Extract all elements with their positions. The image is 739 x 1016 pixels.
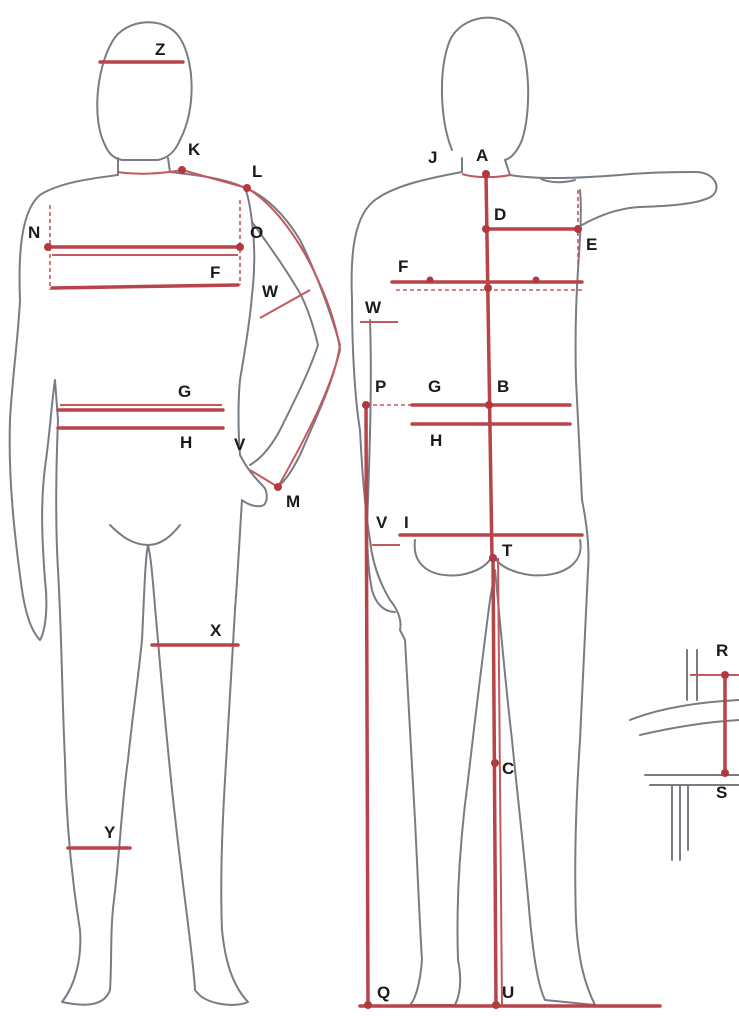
label-k: K [188, 140, 201, 159]
label-x: X [210, 621, 222, 640]
label-i: I [404, 513, 409, 532]
point-k [178, 166, 186, 174]
label-h-side: H [430, 431, 442, 450]
front-crotch [110, 525, 180, 545]
label-s: S [716, 783, 727, 802]
point-u [492, 1001, 500, 1009]
label-f-side: F [398, 257, 408, 276]
label-w-front: W [262, 282, 279, 301]
label-p: P [375, 377, 386, 396]
measure-v-front [250, 470, 278, 487]
point-b [485, 401, 493, 409]
label-r: R [716, 641, 728, 660]
label-w-side: W [365, 298, 382, 317]
point-f-right [533, 277, 540, 284]
label-v-side: V [376, 513, 388, 532]
label-j: J [428, 148, 437, 167]
label-u: U [502, 983, 514, 1002]
label-f-front: F [210, 263, 220, 282]
point-m [274, 483, 282, 491]
front-head-outline [97, 22, 191, 160]
label-g-front: G [178, 382, 191, 401]
label-l: L [252, 162, 262, 181]
measurement-lines [48, 62, 739, 1006]
point-s [721, 769, 729, 777]
seated-figure-partial [630, 650, 739, 860]
label-t: T [502, 541, 513, 560]
label-c: C [502, 759, 514, 778]
label-n: N [28, 223, 40, 242]
label-h-front: H [180, 433, 192, 452]
point-f-left [427, 277, 434, 284]
back-figure [352, 18, 717, 1005]
label-m: M [286, 492, 300, 511]
measure-t-u [493, 558, 496, 1005]
point-d [482, 225, 490, 233]
point-t [489, 554, 497, 562]
point-f-mid [484, 284, 492, 292]
front-figure [10, 22, 340, 1005]
back-body-outline [352, 158, 595, 1005]
label-y: Y [104, 823, 116, 842]
point-e [574, 225, 582, 233]
back-head-outline [442, 18, 528, 160]
measurement-points [44, 166, 729, 1009]
point-a [482, 170, 490, 178]
label-d: D [494, 205, 506, 224]
label-a: A [476, 146, 488, 165]
label-z: Z [155, 40, 165, 59]
back-hanging-arm [367, 320, 395, 612]
measure-p-q [366, 405, 368, 1005]
point-n [44, 243, 52, 251]
seated-thigh [630, 700, 739, 735]
point-r [721, 671, 729, 679]
label-b: B [497, 377, 509, 396]
measurement-labels: Z K L N O F W G H V M X Y J A D E F W P … [28, 40, 728, 1002]
back-horizontal-arm [505, 160, 717, 225]
point-p [362, 401, 370, 409]
front-body-outline [10, 158, 148, 1005]
point-q [364, 1001, 372, 1009]
label-g-side: G [428, 377, 441, 396]
label-e: E [586, 235, 597, 254]
label-o: O [250, 223, 263, 242]
seated-chair-leg [672, 785, 688, 860]
point-l [243, 184, 251, 192]
label-q: Q [377, 983, 390, 1002]
measure-f-front [52, 285, 238, 288]
measure-k-l [182, 170, 247, 188]
point-o [236, 243, 244, 251]
point-c [491, 759, 499, 767]
label-v-front: V [234, 435, 246, 454]
